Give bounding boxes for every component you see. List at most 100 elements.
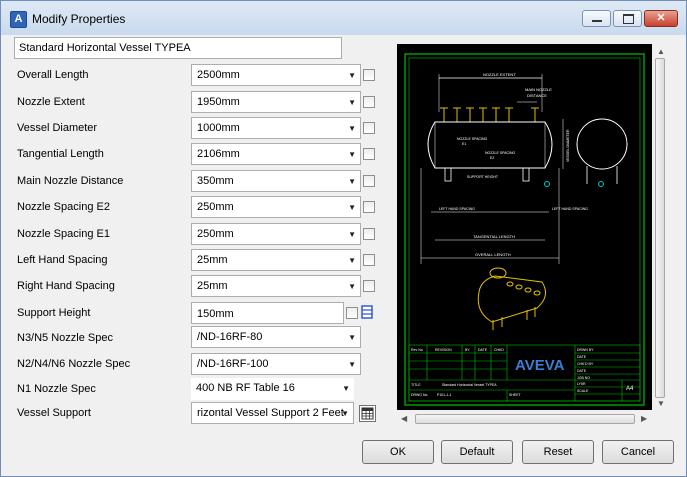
chevron-down-icon[interactable]: ▼ <box>348 177 356 186</box>
vessel-diameter-dim: VESSEL DIAMETER <box>566 129 570 162</box>
date-label-1: DATE <box>577 355 587 359</box>
date-header: DATE <box>478 348 488 352</box>
nozzle-marker-icon <box>598 181 604 187</box>
main-nozzle-distance-combo[interactable]: 350mm ▼ <box>191 170 361 192</box>
n1-nozzle-spec-value: 400 NB RF Table 16 <box>196 382 295 394</box>
tangential-length-value: 2106mm <box>197 148 240 160</box>
n2-n4-n6-nozzle-spec-combo[interactable]: /ND-16RF-100▼ <box>191 353 361 375</box>
sheet-label: SHEET <box>509 393 522 397</box>
chevron-down-icon[interactable]: ▼ <box>341 409 349 418</box>
chevron-down-icon[interactable]: ▼ <box>348 333 356 342</box>
main-nozzle-dim: MAIN NOZZLE <box>525 87 552 92</box>
overall-length-combo[interactable]: 2500mm▼ <box>191 64 361 86</box>
chevron-down-icon[interactable]: ▼ <box>342 384 350 393</box>
dwg-no-label: DRWG No <box>411 393 428 397</box>
window-title: Modify Properties <box>32 12 126 26</box>
scroll-right-icon[interactable]: ▶ <box>641 414 648 423</box>
nozzle-spacing-e1-checkbox[interactable] <box>363 228 375 240</box>
nozzle-extent-value: 1950mm <box>197 96 240 108</box>
nozzle-spacing-e2-combo[interactable]: 250mm ▼ <box>191 196 361 218</box>
vessel-support-combo[interactable]: rizontal Vessel Support 2 Feet▼ <box>191 402 354 424</box>
nozzle-spacing-e1-combo[interactable]: 250mm ▼ <box>191 223 361 245</box>
aveva-app-icon: A <box>10 11 27 28</box>
horizontal-scroll-thumb[interactable] <box>415 414 635 424</box>
chevron-down-icon[interactable]: ▼ <box>348 124 356 133</box>
nozzle-spacing-e1-dim: NOZZLE SPACING <box>457 137 488 141</box>
vessel-end-view <box>576 118 628 170</box>
nozzle-spacing-e2-label: Nozzle Spacing E2 <box>17 201 110 213</box>
support-height-input[interactable]: 150mm <box>191 302 344 324</box>
scroll-left-icon[interactable]: ◀ <box>401 414 408 423</box>
cancel-button[interactable]: Cancel <box>602 440 674 464</box>
support-height-label: Support Height <box>17 307 91 319</box>
tangential-length-label: Tangential Length <box>17 148 104 160</box>
main-nozzle-distance-checkbox[interactable] <box>363 175 375 187</box>
overall-length-checkbox[interactable] <box>363 69 375 81</box>
nozzle-extent-combo[interactable]: 1950mm ▼ <box>191 91 361 113</box>
chevron-down-icon[interactable]: ▼ <box>348 98 356 107</box>
support-height-dim: SUPPORT HEIGHT <box>467 175 499 179</box>
title-bar[interactable]: A Modify Properties ✕ <box>1 1 686 35</box>
n3-n5-nozzle-spec-combo[interactable]: /ND-16RF-80 ▼ <box>191 326 361 348</box>
n2-n4-n6-nozzle-spec-label: N2/N4/N6 Nozzle Spec <box>17 358 131 370</box>
right-hand-spacing-value: 25mm <box>197 280 228 292</box>
close-button[interactable]: ✕ <box>644 10 678 27</box>
left-hand-spacing-combo[interactable]: 25mm▼ <box>191 249 361 271</box>
right-hand-spacing-checkbox[interactable] <box>363 280 375 292</box>
nozzle-spacing-e1-value: 250mm <box>197 228 234 240</box>
vessel-diameter-combo[interactable]: 1000mm ▼ <box>191 117 361 139</box>
vessel-diameter-checkbox[interactable] <box>363 122 375 134</box>
nozzle-spacing-e1-label: Nozzle Spacing E1 <box>17 228 110 240</box>
catalogue-table-button[interactable] <box>359 405 376 422</box>
n3-n5-nozzle-spec-value: /ND-16RF-80 <box>197 331 263 343</box>
nozzle-extent-checkbox[interactable] <box>363 96 375 108</box>
nozzle-spacing-e2-value: 250mm <box>197 201 234 213</box>
revision-header: REVISION <box>435 348 452 352</box>
date-label-2: DATE <box>577 369 587 373</box>
preview-vertical-scrollbar[interactable]: ▲ ▼ <box>653 44 668 410</box>
left-hand-spacing-checkbox[interactable] <box>363 254 375 266</box>
nozzle-spacing-e2-dim: NOZZLE SPACING <box>485 151 516 155</box>
support-detail-icon[interactable] <box>361 305 373 319</box>
vessel-drawing: NOZZLE EXTENT MAIN NOZZLE DISTANCE NOZZL… <box>404 53 645 406</box>
left-support <box>444 167 452 182</box>
right-hand-spacing-dim: LEFT HAND SPACING <box>552 207 588 211</box>
drwn-by-label: DRWN BY <box>577 348 594 352</box>
tangential-length-checkbox[interactable] <box>363 148 375 160</box>
maximize-button[interactable] <box>613 10 642 27</box>
vertical-scroll-thumb[interactable] <box>655 58 665 398</box>
reset-button[interactable]: Reset <box>522 440 594 464</box>
table-icon <box>361 407 374 420</box>
vessel-support-label: Vessel Support <box>17 407 91 419</box>
chevron-down-icon[interactable]: ▼ <box>348 282 356 291</box>
vessel-support-value: rizontal Vessel Support 2 Feet <box>197 407 344 419</box>
lyer-label: LY5R <box>577 382 586 386</box>
vessel-name-input[interactable]: Standard Horizontal Vessel TYPEA <box>14 37 342 59</box>
preview-horizontal-scrollbar[interactable]: ◀ ▶ <box>397 411 652 427</box>
chk-by-label: CHK'D BY <box>577 362 594 366</box>
vessel-diameter-value: 1000mm <box>197 122 240 134</box>
support-height-checkbox[interactable] <box>346 307 358 319</box>
minimize-button[interactable] <box>582 10 611 27</box>
close-icon: ✕ <box>656 12 666 24</box>
tangential-length-combo[interactable]: 2106mm ▼ <box>191 143 361 165</box>
chevron-down-icon[interactable]: ▼ <box>348 230 356 239</box>
chevron-down-icon[interactable]: ▼ <box>348 71 356 80</box>
scroll-down-icon[interactable]: ▼ <box>657 399 665 408</box>
drawing-preview[interactable]: NOZZLE EXTENT MAIN NOZZLE DISTANCE NOZZL… <box>397 44 652 410</box>
chevron-down-icon[interactable]: ▼ <box>348 256 356 265</box>
main-nozzle-distance-value: 350mm <box>197 175 234 187</box>
right-hand-spacing-combo[interactable]: 25mm ▼ <box>191 275 361 297</box>
left-hand-spacing-dim: LEFT HAND SPACING <box>439 207 475 211</box>
nozzle-spacing-e2-checkbox[interactable] <box>363 201 375 213</box>
chevron-down-icon[interactable]: ▼ <box>348 203 356 212</box>
title-block <box>408 344 641 402</box>
n1-nozzle-spec-combo[interactable]: 400 NB RF Table 16 ▼ <box>191 378 354 400</box>
scroll-up-icon[interactable]: ▲ <box>657 47 665 56</box>
ok-button[interactable]: OK <box>362 440 434 464</box>
overall-length-dim: OVERALL LENGTH <box>475 252 511 257</box>
chevron-down-icon[interactable]: ▼ <box>348 360 356 369</box>
chevron-down-icon[interactable]: ▼ <box>348 150 356 159</box>
default-button[interactable]: Default <box>441 440 513 464</box>
